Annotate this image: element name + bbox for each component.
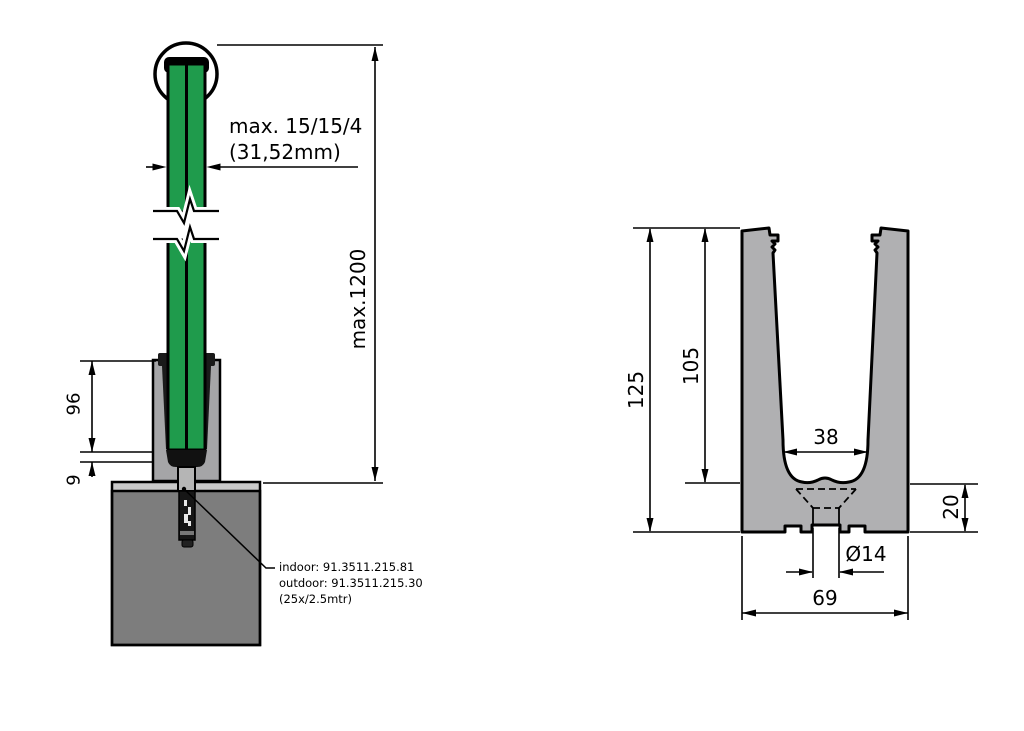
arrowhead-down (961, 518, 969, 532)
arrowhead-up (646, 228, 654, 242)
break-lines (153, 184, 219, 262)
max-height-label: max.1200 (346, 249, 370, 350)
hole-diameter-label: Ø14 (845, 542, 886, 566)
dim-overall-width: 69 (741, 536, 909, 620)
dim-max-height: max.1200 (263, 47, 383, 484)
channel-depth-label: 105 (679, 347, 703, 385)
glass-spec-label-2: (31,52mm) (229, 140, 341, 164)
arrowhead-right (894, 609, 908, 617)
arrowhead-up (88, 361, 96, 375)
anchor-band (180, 531, 194, 535)
arrowhead-up-small (88, 462, 96, 476)
dim-channel-depth: 105 (679, 228, 740, 484)
break-line-1 (153, 195, 219, 226)
arrowhead-left (206, 163, 221, 171)
arrowhead-down (88, 438, 96, 452)
anchor-tip (181, 539, 194, 548)
profile-section-view: 125 105 38 20 (624, 226, 978, 620)
part-number-note: indoor: 91.3511.215.81 outdoor: 91.3511.… (279, 560, 423, 606)
dim-glass-thickness: max. 15/15/4 (31,52mm) (146, 114, 362, 171)
dim-overall-height: 125 (624, 227, 740, 533)
arrowhead-up (371, 47, 379, 61)
setting-block (166, 450, 207, 467)
hidden-line-left-slant (795, 488, 814, 509)
anchor-neck (177, 466, 196, 492)
anchor-slot-2 (188, 507, 191, 515)
arrowhead-up (701, 228, 709, 242)
arrowhead-left (742, 609, 756, 617)
glass-spec-label-1: max. 15/15/4 (229, 114, 362, 138)
hidden-line-right-slant (838, 488, 857, 509)
arrowhead-down (701, 469, 709, 483)
arrowhead-left (783, 448, 797, 456)
dim-hole-diameter: Ø14 (786, 528, 887, 578)
anchor-assembly (166, 450, 275, 569)
profile-depth-label: 96 (64, 393, 85, 416)
base-offset-label: 9 (64, 474, 85, 485)
arrowhead-up (961, 484, 969, 498)
countersink-hidden-lines (795, 488, 857, 525)
overall-height-label: 125 (624, 371, 648, 409)
anchor-slot-4 (188, 521, 191, 526)
channel-width-label: 38 (813, 425, 838, 449)
anchor-slot-3 (184, 514, 188, 523)
side-elevation-view: indoor: 91.3511.215.81 outdoor: 91.3511.… (64, 41, 423, 647)
note-indoor: indoor: 91.3511.215.81 (279, 560, 414, 574)
glass-panel (166, 62, 207, 452)
arrowhead-right (799, 568, 813, 576)
leader-line (183, 488, 275, 569)
arrowhead-down (646, 518, 654, 532)
note-pack: (25x/2.5mtr) (279, 592, 352, 606)
arrowhead-right (152, 163, 167, 171)
note-outdoor: outdoor: 91.3511.215.30 (279, 576, 423, 590)
dim-channel-width: 38 (783, 425, 868, 456)
dim-base-thickness: 20 (910, 483, 978, 533)
arrowhead-left (839, 568, 853, 576)
base-thickness-label: 20 (939, 494, 963, 519)
break-line-2 (153, 223, 219, 254)
arrowhead-right (854, 448, 868, 456)
anchor-slot-1 (184, 500, 187, 506)
profile-body-section (740, 226, 910, 534)
arrowhead-down (371, 467, 379, 481)
overall-width-label: 69 (812, 586, 837, 610)
dim-profile-depth: 96 9 (64, 360, 156, 486)
